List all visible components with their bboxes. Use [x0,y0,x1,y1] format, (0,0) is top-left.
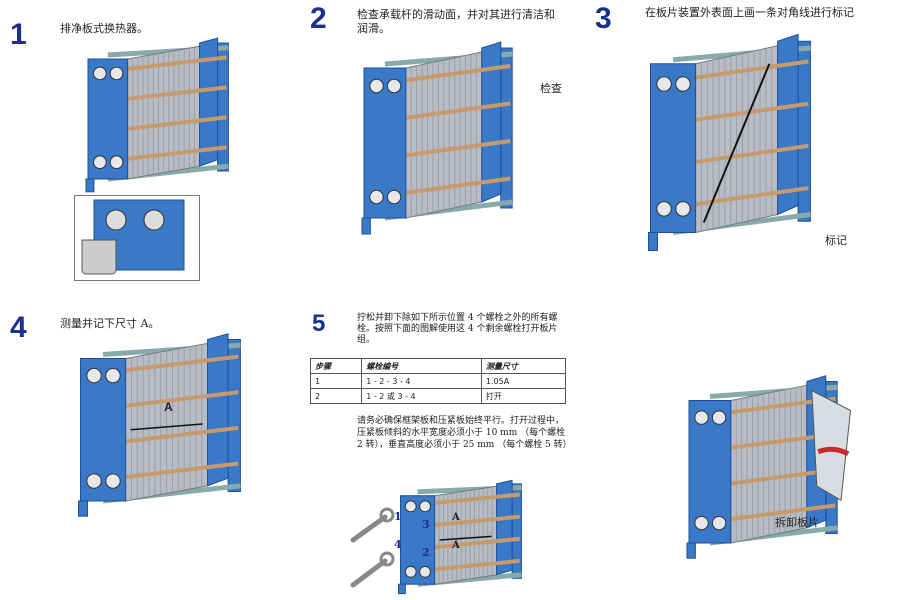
heat-exchanger-illustration-5 [398,479,522,595]
step-3-callout: 标记 [825,234,847,247]
port-connection [86,473,102,489]
table-cell: 2 [309,388,363,404]
bolt-label: 3 [422,518,430,531]
pressure-plate [481,41,502,203]
dimension-a-label: A [452,512,460,523]
bolt-label: 1 [394,510,402,523]
drain-inset-illustration [74,195,200,281]
port-connection [675,201,691,217]
frame-foot [648,232,659,251]
table-cell: 1 - 2 或 3 - 4 [361,388,482,404]
port-connection [404,565,417,578]
support-column [511,483,522,579]
port-connection [109,66,124,81]
step-3-number: 3 [595,2,612,35]
step-2-number: 2 [310,2,327,35]
port-connection [419,565,432,578]
heat-exchanger-illustration-6 [686,375,852,559]
support-column [227,339,241,492]
wrench-icon [350,507,395,588]
port-connection [105,473,121,489]
support-column [797,40,811,222]
port-connection [93,66,107,81]
support-column [217,42,229,172]
dimension-arrow [130,423,203,431]
pressure-plate [777,33,799,216]
table-cell: 1.05A [480,373,567,389]
step-2-callout: 检查 [540,82,562,95]
step-5-note: 请务必确保框架板和压紧板始终平行。打开过程中，压紧板倾斜的水平宽度必须小于 10… [357,416,572,450]
heat-exchanger-illustration-4 [78,333,241,517]
heat-exchanger-illustration-3 [648,33,811,251]
table-row: 2 1 - 2 或 3 - 4 打开 [309,388,567,404]
table-header-row: 步骤 螺栓编号 测量尺寸 [309,358,567,374]
step-4-text: 测量并记下尺寸 A。 [60,317,160,330]
port-connection [711,515,727,531]
table-header: 步骤 [309,358,363,374]
pressure-plate [207,333,229,487]
frame-foot [78,500,89,517]
table-header: 测量尺寸 [480,358,567,374]
table-cell: 打开 [480,388,567,404]
removed-plate [811,389,852,502]
step-1-number: 1 [10,18,27,51]
heat-exchanger-illustration-2 [361,41,513,235]
port-connection [675,76,691,92]
step-2-text: 检查承载杆的滑动面，并对其进行清洁和润滑。 [357,8,555,35]
step-1-text: 排净板式换热器。 [60,22,148,35]
port-connection [386,189,402,205]
dimension-arrow [439,535,492,541]
frame-foot [85,178,95,193]
port-connection [386,78,402,94]
heat-exchanger-illustration-1 [85,37,229,193]
table-cell: 1 [309,373,363,389]
table-header: 螺栓编号 [361,358,482,374]
pressure-plate [199,37,219,167]
bolt-sequence-table: 步骤 螺栓编号 测量尺寸 1 1 - 2 - 3 - 4 1.05A 2 1 -… [309,358,567,404]
frame-foot [686,542,696,559]
bolt-label: 2 [422,546,430,559]
bolt-label: 4 [394,538,402,551]
port-connection [109,155,124,170]
frame-foot [361,217,371,235]
port-connection [105,367,121,384]
port-connection [419,500,432,513]
port-connection [369,78,384,94]
frame-foot [398,583,406,595]
table-row: 1 1 - 2 - 3 - 4 1.05A [309,373,567,389]
port-connection [656,201,672,217]
step-3-text: 在板片装置外表面上画一条对角线进行标记 [645,6,854,19]
port-connection [369,189,384,205]
step-4-number: 4 [10,311,27,344]
port-connection [86,367,102,384]
port-connection [656,76,672,92]
step-5-number: 5 [312,310,326,337]
dimension-a-label: A [452,540,460,551]
step-5-text: 拧松并卸下除如下所示位置 4 个螺栓之外的所有螺栓。按照下面的图解使用这 4 个… [357,313,558,345]
remove-plate-callout: 拆卸板片 [775,516,819,529]
pressure-plate [496,479,513,576]
diagonal-mark [702,63,771,223]
support-column [500,47,513,209]
port-connection [711,410,727,425]
port-connection [694,515,709,531]
port-connection [93,155,107,170]
port-connection [694,410,709,425]
dimension-a-label: A [164,400,173,414]
table-cell: 1 - 2 - 3 - 4 [361,373,482,389]
removal-arrow [817,446,850,457]
port-connection [404,500,417,513]
